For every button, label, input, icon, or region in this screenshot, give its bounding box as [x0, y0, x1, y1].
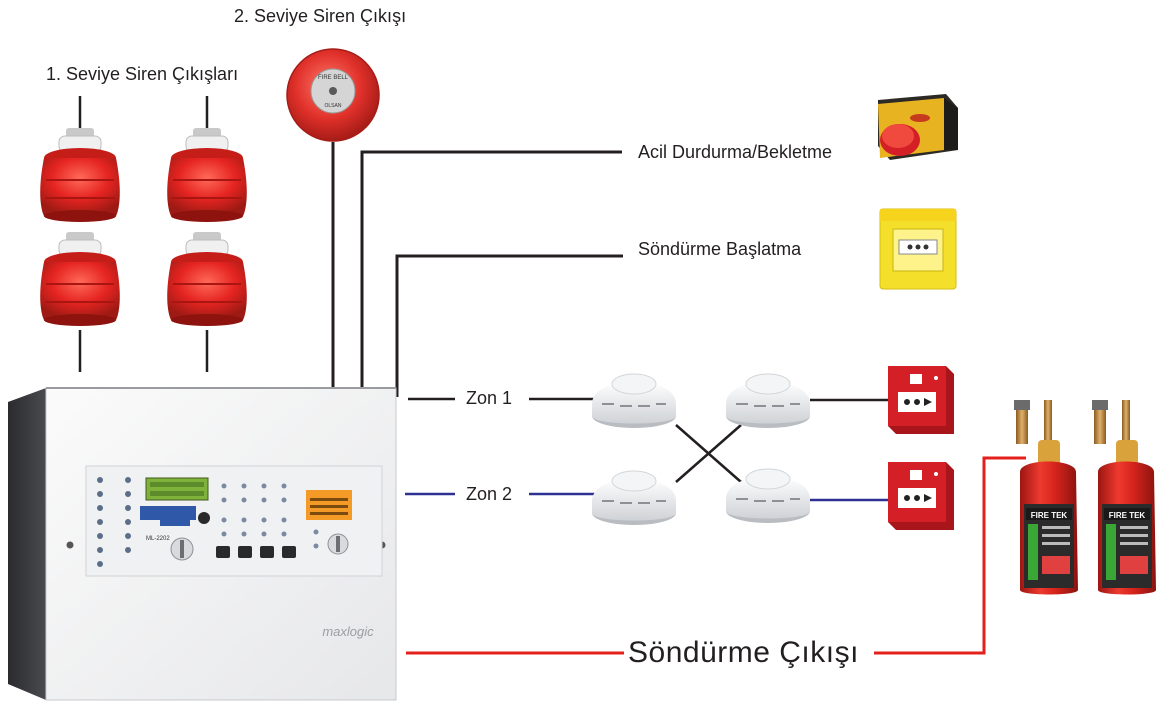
smoke-detector-icon — [592, 470, 676, 525]
extinguish-start-call-point-icon — [879, 208, 957, 290]
panel-model: ML-2202 — [146, 536, 170, 542]
strobe-siren-icon — [167, 128, 247, 222]
extinguisher-cylinder-icon: FIRE TEK — [1014, 400, 1078, 595]
strobe-siren-icon — [40, 232, 120, 326]
extinguisher-cylinder-icon: FIRE TEK — [1092, 400, 1156, 595]
panel-lcd-display — [145, 477, 209, 501]
smoke-detector-icon — [592, 373, 676, 428]
smoke-detector-icon — [726, 373, 810, 428]
zone1-detectors — [592, 373, 810, 428]
bell-text-bottom: OLSAN — [325, 103, 342, 109]
panel-control-buttons — [216, 546, 296, 558]
level1-sirens-label: 1. Seviye Siren Çıkışları — [46, 64, 239, 84]
zone1-label: Zon 1 — [466, 388, 513, 408]
extinguisher-cylinders: FIRE TEK FIRE TEK — [1014, 400, 1156, 595]
panel-brand: maxlogic — [322, 624, 374, 639]
panel-zone-leds — [221, 483, 287, 537]
manual-call-point-icon — [888, 462, 954, 530]
panel-status-leds — [97, 477, 131, 567]
fire-bell-icon: FIRE BELL OLSAN — [286, 48, 380, 142]
zone2-detectors — [592, 468, 810, 525]
control-panel-icon: ML-2202 — [8, 387, 397, 701]
manual-call-point-icon — [888, 366, 954, 434]
cylinder-brand: FIRE TEK — [1031, 511, 1068, 520]
cylinder-brand: FIRE TEK — [1109, 511, 1146, 520]
level2-siren-label: 2. Seviye Siren Çıkışı — [234, 6, 407, 26]
smoke-detector-icon — [726, 468, 810, 523]
bell-text-top: FIRE BELL — [318, 75, 349, 81]
zone2-label: Zon 2 — [466, 484, 513, 504]
extinguish-output-label: Söndürme Çıkışı — [628, 636, 859, 669]
level1-sirens — [40, 128, 247, 326]
wiring — [78, 96, 1026, 655]
extinguish-start-label: Söndürme Başlatma — [638, 239, 802, 259]
strobe-siren-icon — [40, 128, 120, 222]
strobe-siren-icon — [167, 232, 247, 326]
emergency-stop-label: Acil Durdurma/Bekletme — [638, 142, 833, 162]
emergency-stop-button-icon — [878, 94, 958, 160]
